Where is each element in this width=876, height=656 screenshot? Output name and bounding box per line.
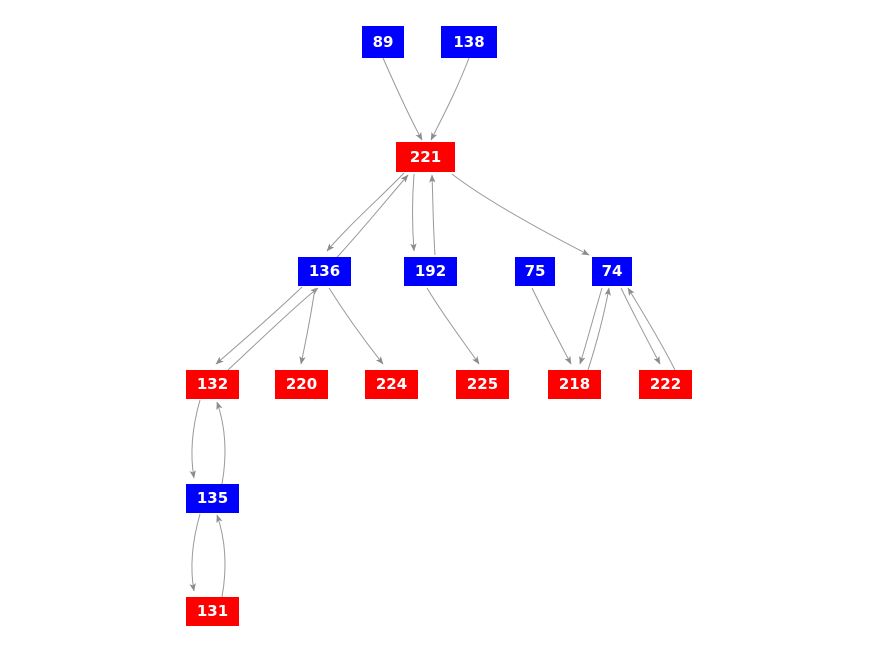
graph-edge-136-to-220: [299, 287, 316, 365]
graph-node-label: 222: [649, 375, 682, 393]
graph-node-label: 192: [414, 262, 447, 280]
graph-node-136[interactable]: 136: [298, 257, 351, 286]
graph-edge-221-to-74: [451, 173, 590, 256]
graph-node-label: 131: [196, 602, 229, 620]
graph-node-label: 225: [466, 375, 499, 393]
graph-node-label: 221: [409, 147, 442, 166]
graph-node-224[interactable]: 224: [365, 370, 418, 399]
graph-node-label: 132: [196, 375, 229, 393]
graph-edge-135-to-132: [216, 401, 226, 485]
graph-edge-192-to-221: [429, 174, 436, 256]
graph-edge-221-to-192: [410, 173, 417, 252]
graph-node-192[interactable]: 192: [404, 257, 457, 286]
graph-node-label: 89: [372, 32, 394, 51]
graph-node-label: 135: [196, 489, 229, 507]
graph-node-131[interactable]: 131: [186, 597, 239, 626]
graph-node-225[interactable]: 225: [456, 370, 509, 399]
graph-edge-135-to-131: [189, 513, 201, 592]
graph-node-label: 220: [285, 375, 318, 393]
graph-node-label: 74: [601, 262, 623, 280]
graph-node-135[interactable]: 135: [186, 484, 239, 513]
graph-node-label: 136: [308, 262, 341, 280]
graph-node-89[interactable]: 89: [362, 26, 404, 58]
graph-edge-136-to-132: [215, 286, 303, 365]
graph-node-label: 75: [524, 262, 546, 280]
graph-node-label: 224: [375, 375, 408, 393]
graph-node-label: 138: [453, 32, 485, 51]
graph-node-221[interactable]: 221: [396, 142, 455, 172]
graph-node-75[interactable]: 75: [515, 257, 555, 286]
graph-node-label: 218: [558, 375, 591, 393]
graph-node-74[interactable]: 74: [592, 257, 632, 286]
graph-edge-132-to-136: [227, 287, 319, 371]
graph-node-218[interactable]: 218: [548, 370, 601, 399]
graph-edge-218-to-74: [587, 287, 611, 371]
graph-node-220[interactable]: 220: [275, 370, 328, 399]
graph-edge-131-to-135: [216, 514, 226, 598]
graph-edge-222-to-74: [627, 287, 676, 371]
graph-edge-89-to-221: [382, 57, 423, 141]
graph-edge-74-to-218: [579, 287, 603, 365]
graph-node-222[interactable]: 222: [639, 370, 692, 399]
graph-edge-74-to-222: [620, 287, 661, 365]
graph-edges: [189, 57, 676, 598]
graph-edge-192-to-225: [426, 287, 480, 365]
graph-edge-75-to-218: [531, 287, 572, 365]
graph-edge-132-to-135: [189, 399, 201, 479]
graph-node-132[interactable]: 132: [186, 370, 239, 399]
graph-edge-221-to-136: [326, 172, 405, 252]
graph-node-138[interactable]: 138: [441, 26, 497, 58]
graph-edge-136-to-224: [328, 287, 384, 365]
graph-edge-138-to-221: [430, 57, 470, 141]
